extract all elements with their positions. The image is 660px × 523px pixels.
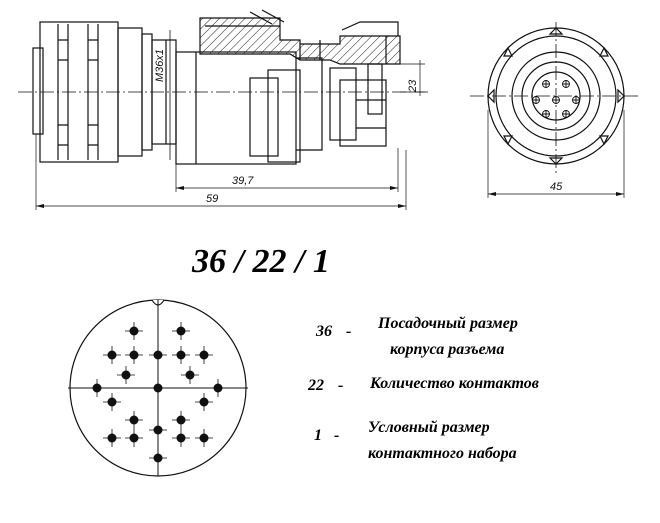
designation-code: 36 / 22 / 1 [191, 243, 330, 280]
contact-pin-crosshair [172, 411, 190, 429]
hatched-section [199, 17, 401, 65]
legend-item-1: 1 - Условный размер контактного набора [314, 419, 517, 462]
contact-pin-crosshair [88, 379, 106, 397]
side-view: M36x1 23 39,7 59 [18, 9, 430, 210]
legend-line1: Посадочный размер [377, 315, 518, 332]
legend-dash: - [334, 427, 339, 444]
legend-line1: Условный размер [368, 419, 490, 436]
legend-num: 36 [315, 323, 332, 340]
dim-39-7-label: 39,7 [232, 175, 254, 187]
contact-pin-crosshair [117, 366, 135, 384]
contact-pin-crosshair [103, 393, 121, 411]
contact-pin-crosshair [149, 346, 167, 364]
contact-pin-crosshair [209, 379, 227, 397]
pin-group [88, 322, 227, 467]
legend-dash: - [338, 377, 343, 394]
legend-num: 1 [314, 427, 322, 444]
contact-pin-crosshair [195, 429, 213, 447]
legend-line2: контактного набора [368, 445, 517, 462]
dim-45-label: 45 [550, 181, 563, 193]
legend-line1: Количество контактов [369, 375, 539, 392]
legend-dash: - [346, 323, 351, 340]
legend-item-22: 22 - Количество контактов [307, 375, 539, 394]
contact-pin-crosshair [125, 429, 143, 447]
contact-pin-crosshair [103, 429, 121, 447]
contact-pin-crosshair [195, 393, 213, 411]
thread-label: M36x1 [154, 49, 166, 82]
legend: 36 - Посадочный размер корпуса разъема 2… [307, 315, 539, 462]
contact-pin-crosshair [125, 322, 143, 340]
front-pins [532, 80, 580, 118]
contact-pin-crosshair [181, 366, 199, 384]
contact-pin-crosshair [172, 346, 190, 364]
pin-layout [68, 299, 248, 477]
contact-pin-crosshair [172, 429, 190, 447]
dim-59-label: 59 [206, 193, 218, 205]
contact-pin-crosshair [149, 421, 167, 439]
legend-line2: корпуса разъема [390, 341, 504, 358]
legend-item-36: 36 - Посадочный размер корпуса разъема [315, 315, 518, 358]
contact-pin-crosshair [195, 346, 213, 364]
legend-num: 22 [307, 377, 324, 394]
contact-pin-crosshair [149, 449, 167, 467]
contact-pin-crosshair [149, 379, 167, 397]
contact-pin-crosshair [172, 322, 190, 340]
contact-pin-crosshair [125, 411, 143, 429]
contact-pin-crosshair [125, 346, 143, 364]
contact-pin-crosshair [103, 346, 121, 364]
front-view: 45 [470, 22, 640, 198]
dim-23-label: 23 [407, 79, 419, 93]
